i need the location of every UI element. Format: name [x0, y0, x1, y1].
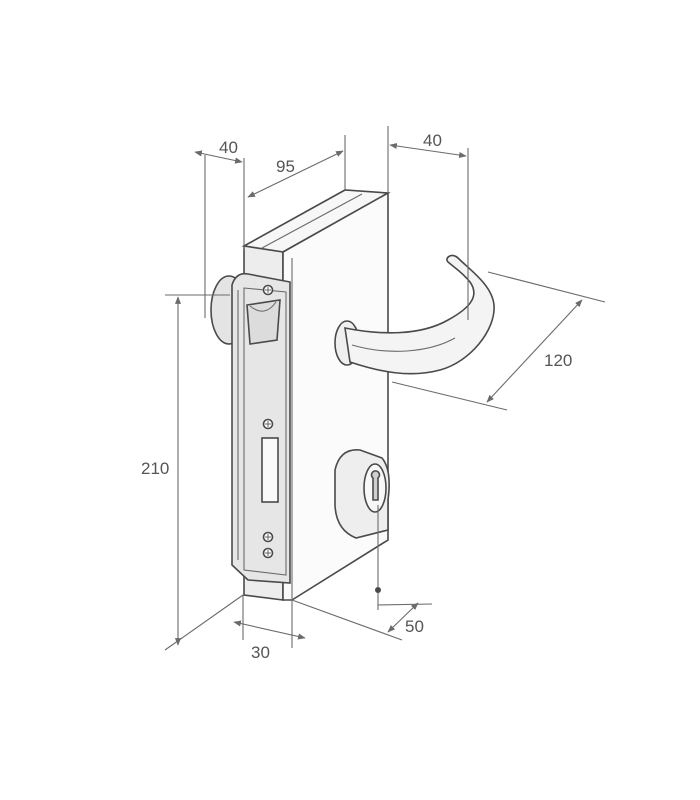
keyhole-icon	[370, 470, 381, 501]
dim-95-line	[247, 150, 344, 198]
dim-label-40-left: 40	[219, 138, 238, 157]
face-plate	[231, 272, 291, 584]
cylinder-axis-dot	[375, 587, 381, 593]
dim-label-210: 210	[141, 459, 169, 478]
dim-120-line	[486, 299, 583, 403]
screw-icon	[262, 284, 274, 296]
lock-body	[210, 189, 391, 601]
latch-bolt	[246, 299, 281, 345]
dim-label-30: 30	[251, 643, 270, 662]
screw-icon	[262, 547, 274, 559]
cylinder	[334, 449, 390, 539]
handle-lever	[344, 254, 495, 375]
latch-bolt-curve	[249, 301, 277, 312]
dim-label-40-right: 40	[423, 131, 442, 150]
lever-handle	[334, 254, 495, 375]
dim-label-50: 50	[405, 617, 424, 636]
dead-bolt-slot	[261, 437, 279, 503]
dim-label-95: 95	[276, 157, 295, 176]
dim-label-120: 120	[544, 351, 572, 370]
dim-40-left-line	[194, 150, 243, 164]
dim-30-line	[233, 620, 306, 640]
dim-50-line	[387, 602, 419, 633]
screw-icon	[262, 418, 274, 430]
dim-40-right-line	[389, 142, 467, 159]
lock-case-front	[282, 191, 389, 601]
dimension-lines	[164, 126, 606, 651]
screw-icon	[262, 531, 274, 543]
glass-panel-edge	[261, 193, 363, 249]
dimension-labels: 40 95 40 120 210 30 50	[141, 131, 572, 662]
